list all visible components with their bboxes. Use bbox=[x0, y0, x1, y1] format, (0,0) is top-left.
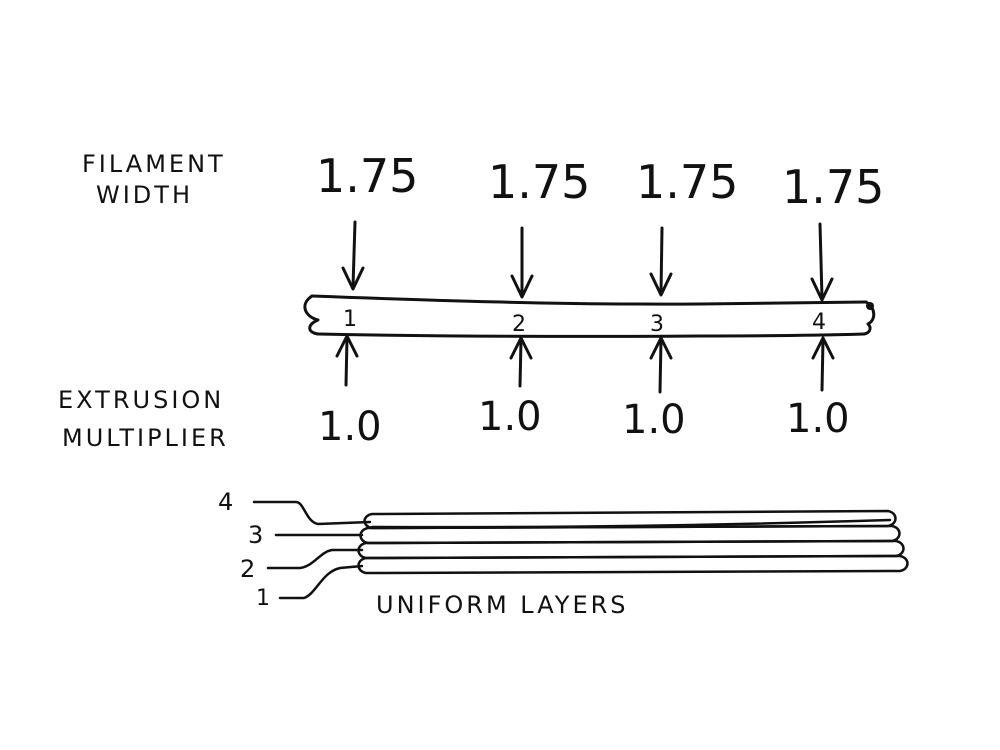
up-arrow-4 bbox=[811, 336, 835, 392]
point-index-1: 1 bbox=[343, 307, 357, 332]
filament-label-line1: FILAMENT bbox=[82, 150, 226, 178]
filament-label-line2: WIDTH bbox=[96, 181, 193, 209]
point-index-2: 2 bbox=[512, 312, 526, 337]
up-arrow-1 bbox=[335, 334, 359, 387]
extrusion-label-line2: MULTIPLIER bbox=[62, 424, 229, 452]
layer-leaders bbox=[252, 500, 372, 600]
filament-strand bbox=[303, 294, 876, 338]
multiplier-value-4: 1.0 bbox=[786, 396, 850, 442]
point-index-4: 4 bbox=[812, 310, 826, 335]
multiplier-value-1: 1.0 bbox=[318, 404, 382, 450]
up-arrow-2 bbox=[509, 336, 533, 388]
layer-label-1: 1 bbox=[256, 586, 270, 611]
down-arrow-3 bbox=[649, 226, 673, 297]
multiplier-value-3: 1.0 bbox=[622, 397, 686, 443]
point-index-3: 3 bbox=[650, 312, 664, 337]
width-value-4: 1.75 bbox=[782, 160, 884, 214]
width-value-1: 1.75 bbox=[316, 149, 418, 203]
layers-caption: UNIFORM LAYERS bbox=[376, 591, 629, 619]
layer-label-2: 2 bbox=[240, 555, 255, 583]
layer-label-3: 3 bbox=[248, 521, 263, 549]
up-arrow-3 bbox=[649, 336, 673, 394]
down-arrow-1 bbox=[341, 220, 365, 291]
down-arrow-4 bbox=[810, 222, 834, 302]
multiplier-value-2: 1.0 bbox=[478, 394, 542, 440]
layer-stack bbox=[357, 509, 909, 575]
layer-label-4: 4 bbox=[218, 488, 233, 516]
down-arrow-2 bbox=[510, 226, 534, 299]
width-value-2: 1.75 bbox=[488, 155, 590, 209]
width-value-3: 1.75 bbox=[636, 155, 738, 209]
extrusion-label-line1: EXTRUSION bbox=[58, 386, 224, 414]
